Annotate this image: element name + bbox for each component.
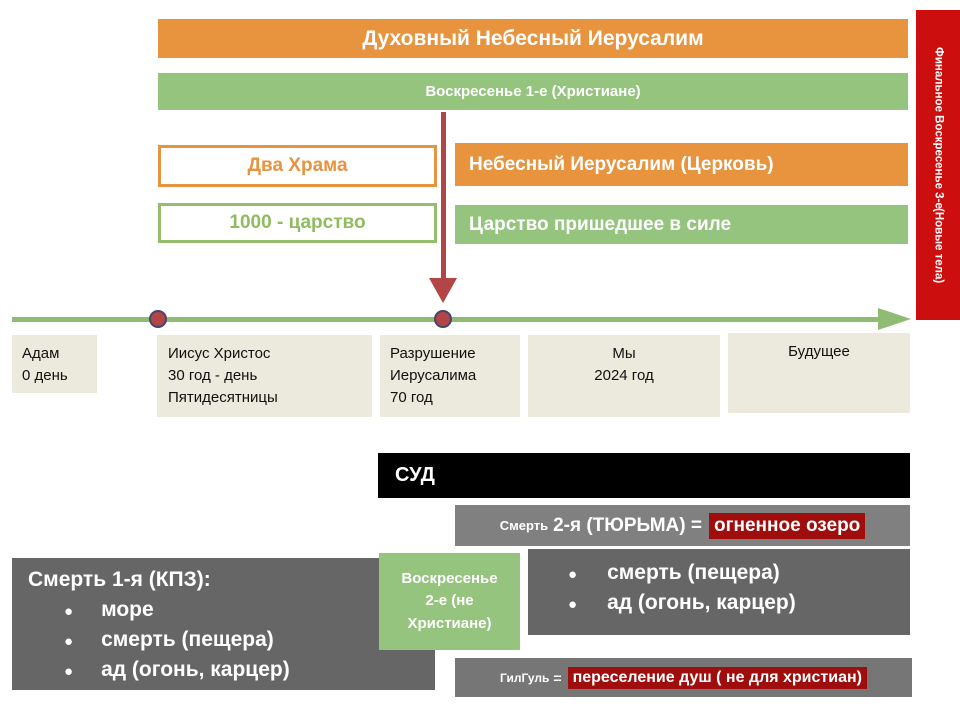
banner-spiritual-heavenly-jerusalem: Духовный Небесный Иерусалим: [158, 19, 908, 58]
box-resurrection-2: Воскресенье 2-е (не Христиане): [379, 553, 520, 650]
timeline-arrow-icon: [878, 308, 911, 330]
banner-resurrection-1: Воскресенье 1-е (Христиане): [158, 73, 908, 110]
banner-final-resurrection-3: Финальное Воскресенье 3-е (Новые тела): [916, 10, 960, 320]
event-line: Иерусалима: [390, 366, 477, 384]
death-1-item: ад (огонь, карцер): [101, 658, 290, 681]
event-line: Адам: [22, 345, 60, 362]
timeline-marker-pentecost: [149, 310, 167, 328]
list-item: ● море: [28, 598, 435, 622]
death-2-label: 2-я (ТЮРЬМА) =: [553, 514, 702, 536]
down-arrow-icon: [429, 278, 457, 303]
final-resurrection-line2: (Новые тела): [932, 208, 945, 284]
gilgul-equals: =: [553, 669, 562, 686]
resurrection-2-line: Христиане): [407, 614, 492, 632]
event-line: 70 год: [390, 388, 433, 406]
death-1-item: смерть (пещера): [101, 628, 274, 651]
bullet-icon: ●: [64, 633, 74, 650]
final-resurrection-line1: Финальное Воскресенье 3-е: [932, 46, 945, 209]
list-item: ● смерть (пещера): [528, 561, 910, 585]
judgment-bar: СУД: [378, 453, 910, 498]
judgment-label: СУД: [395, 464, 435, 486]
box-heavenly-jerusalem-church: Небесный Иерусалим (Церковь): [455, 143, 908, 186]
timeline-marker-destruction: [434, 310, 452, 328]
event-we-2024: Мы 2024 год: [528, 335, 720, 417]
event-line: Мы: [612, 345, 636, 362]
death-2-bar: Смерть 2-я (ТЮРЬМА) = огненное озеро: [455, 505, 910, 546]
list-item: ● ад (огонь, карцер): [528, 591, 910, 615]
box-two-temples: Два Храма: [158, 145, 437, 187]
event-jesus-christ: Иисус Христос 30 год - день Пятидесятниц…: [157, 335, 372, 417]
event-line: 0 день: [22, 366, 68, 384]
gilgul-label: ГилГуль: [500, 670, 550, 685]
event-line: Пятидесятницы: [168, 388, 278, 406]
bullet-icon: ●: [568, 566, 578, 583]
gilgul-bar: ГилГуль = переселение душ ( не для христ…: [455, 658, 912, 697]
event-adam: Адам 0 день: [12, 335, 97, 393]
death-2-highlight: огненное озеро: [708, 512, 866, 539]
event-line: Иисус Христос: [168, 345, 271, 362]
death-2-item: ад (огонь, карцер): [607, 591, 796, 614]
event-line: 2024 год: [594, 366, 654, 384]
resurrection-2-line: 2-е (не: [425, 592, 474, 610]
gilgul-highlight: переселение душ ( не для христиан): [567, 666, 867, 689]
death-1-item: море: [101, 598, 154, 621]
list-item: ● смерть (пещера): [28, 628, 435, 652]
bullet-icon: ●: [64, 663, 74, 680]
bullet-icon: ●: [64, 603, 74, 620]
event-jerusalem-destruction: Разрушение Иерусалима 70 год: [380, 335, 520, 417]
death-2-item: смерть (пещера): [607, 561, 780, 584]
event-future: Будущее: [728, 333, 910, 413]
bullet-icon: ●: [568, 596, 578, 613]
box-kingdom-in-power: Царство пришедшее в силе: [455, 205, 908, 244]
death-1-title: Смерть 1-я (КПЗ):: [28, 568, 211, 591]
box-1000-kingdom: 1000 - царство: [158, 203, 437, 243]
down-arrow-shaft: [441, 112, 446, 282]
resurrection-2-line: Воскресенье: [401, 569, 498, 587]
list-item: ● ад (огонь, карцер): [28, 658, 435, 682]
death-2-detail-box: ● смерть (пещера) ● ад (огонь, карцер): [528, 549, 910, 635]
death-1-box: Смерть 1-я (КПЗ): ● море ● смерть (пещер…: [12, 558, 435, 690]
event-line: Разрушение: [390, 345, 476, 362]
death-2-prefix: Смерть: [499, 518, 549, 533]
event-line: Будущее: [788, 343, 850, 360]
event-line: 30 год - день: [168, 366, 258, 384]
